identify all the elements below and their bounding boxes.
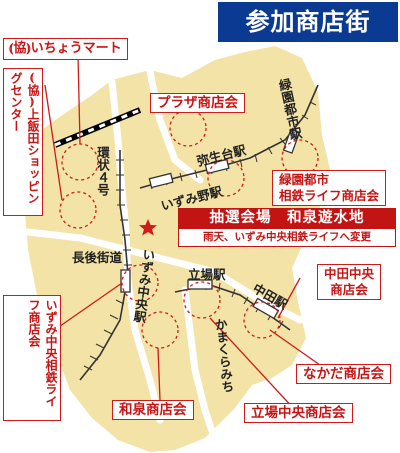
shop-label-ryokuen: 緑園都市 相鉄ライフ商店会 xyxy=(272,170,387,206)
circle-ryokuen xyxy=(281,139,319,177)
venue-banner: 抽選会場 和泉遊水地 雨天、いずみ中央相鉄ライフへ変更 xyxy=(178,208,396,247)
station-label-tateba: 立場駅 xyxy=(188,267,226,282)
shop-label-kamiiida: ⦅協⦆上飯田ショッピングセンター xyxy=(3,68,43,216)
station-marker-tateba xyxy=(187,279,213,290)
page-title: 参加商店街 xyxy=(218,2,398,42)
station-marker-ryokuen xyxy=(282,128,301,154)
road-label-nagoukaido: 長後街道 xyxy=(72,250,123,265)
road-label-kanjo4: 環状４号 xyxy=(95,146,110,196)
station-marker-yayoidai xyxy=(204,158,230,175)
venue-star-icon xyxy=(139,219,157,236)
shop-label-ichoumart: ⦅協⦆いちょうマート xyxy=(3,38,128,60)
leader-lines xyxy=(39,54,331,411)
station-markers xyxy=(120,128,301,320)
circle-izumi xyxy=(141,311,179,349)
circle-yayoidai xyxy=(207,159,245,197)
shop-label-nakadachuo: 中田中央 商店会 xyxy=(317,264,382,300)
shop-label-izumichuo-life: いずみ中央相鉄ライフ商店会 xyxy=(3,295,61,421)
road-kamakuramichi xyxy=(181,286,219,444)
shop-label-tateba: 立場中央商店会 xyxy=(244,403,353,423)
rail-sotetsu-main xyxy=(139,84,319,189)
rail-odakyu xyxy=(53,107,142,148)
shop-label-izumi: 和泉商店会 xyxy=(112,400,194,420)
venue-note: 雨天、いずみ中央相鉄ライフへ変更 xyxy=(178,229,396,247)
station-marker-izumichuo xyxy=(120,269,131,293)
circle-tateba xyxy=(183,281,221,319)
shop-label-nakada: なかだ商店会 xyxy=(296,364,391,384)
station-marker-nakada xyxy=(252,297,280,320)
land-area xyxy=(24,46,332,452)
circle-nakada xyxy=(243,301,281,339)
venue-name: 抽選会場 和泉遊水地 xyxy=(209,210,365,226)
circle-kamiiida xyxy=(59,191,97,229)
station-marker-izumino xyxy=(148,172,174,189)
shop-label-plaza: プラザ商店会 xyxy=(150,93,245,113)
